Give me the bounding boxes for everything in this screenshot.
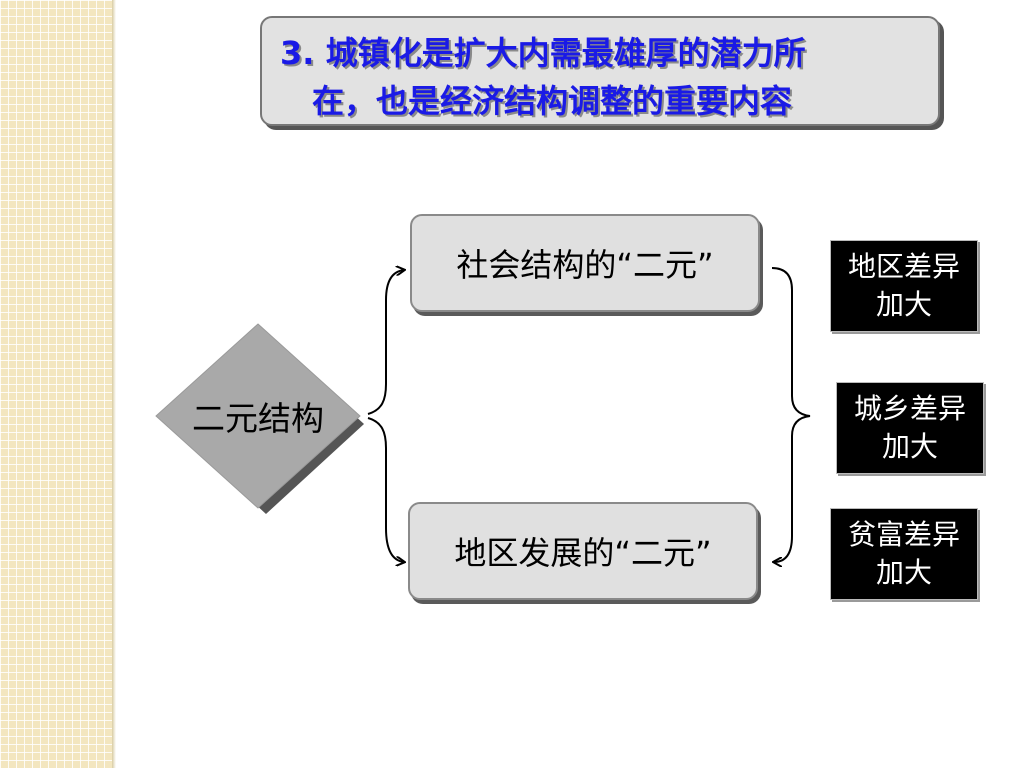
- brace-arrow-bottom: [367, 417, 404, 562]
- diamond-label: 二元结构: [192, 399, 324, 438]
- result-box-line-1: 地区差异: [847, 250, 960, 283]
- result-box-urban-rural-gap: 城乡差异 加大: [836, 382, 984, 474]
- right-brace: [771, 267, 811, 562]
- result-box-line-1: 城乡差异: [853, 392, 966, 425]
- brace-arrow-top: [367, 270, 404, 415]
- diamond-shape: [155, 323, 361, 509]
- result-box-wealth-gap: 贫富差异 加大: [830, 508, 978, 600]
- title-box: 3. 城镇化是扩大内需最雄厚的潜力所 在，也是经济结构调整的重要内容: [260, 16, 940, 126]
- title-line-2: 在，也是经济结构调整的重要内容: [312, 82, 793, 120]
- title-line-1: 3. 城镇化是扩大内需最雄厚的潜力所: [280, 34, 806, 72]
- side-decorative-pattern: [0, 0, 116, 768]
- result-box-line-2: 加大: [875, 556, 932, 589]
- result-box-regional-gap: 地区差异 加大: [830, 240, 978, 332]
- result-box-line-1: 贫富差异: [847, 518, 960, 551]
- result-box-line-2: 加大: [881, 430, 938, 463]
- branch-box-regional-development: 地区发展的“二元”: [408, 502, 758, 600]
- branch-box-social-structure: 社会结构的“二元”: [410, 214, 760, 312]
- result-box-line-2: 加大: [875, 288, 932, 321]
